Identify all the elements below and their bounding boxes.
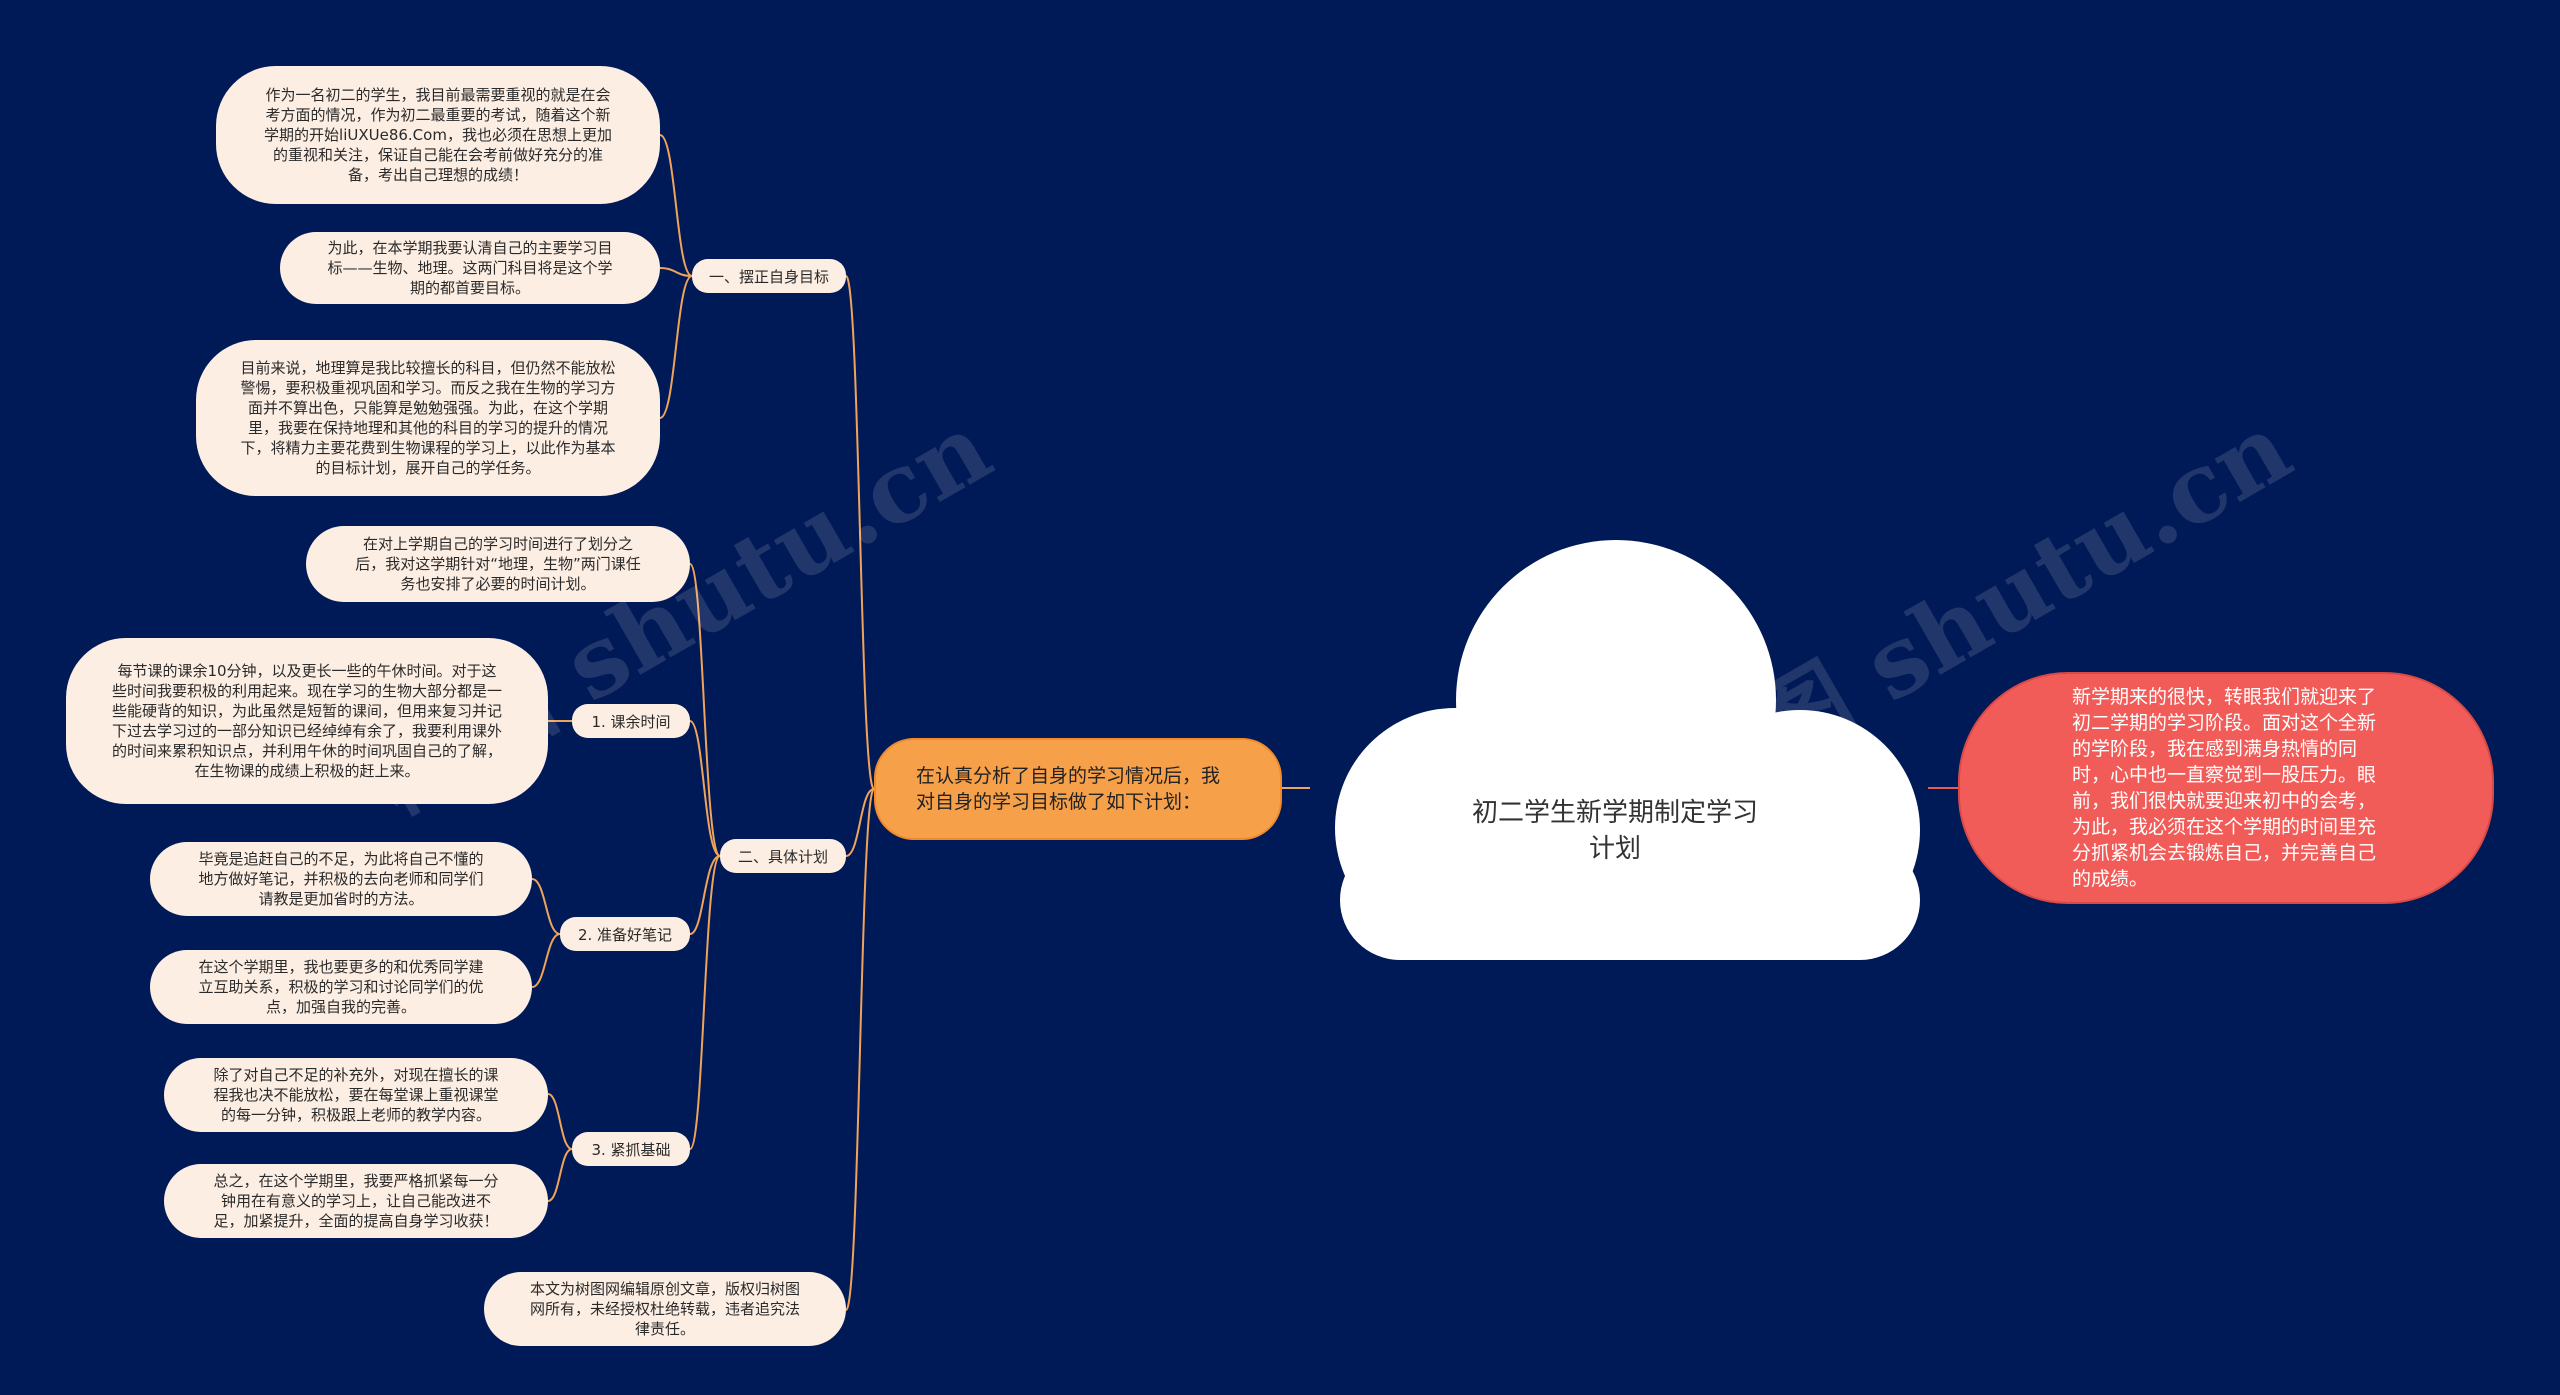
sub-notes[interactable]: 2. 准备好笔记 <box>560 917 690 951</box>
connector-lines <box>531 134 1958 1311</box>
leaf-basics-2[interactable]: 总之，在这个学期里，我要严格抓紧每一分钟用在有意义的学习上，让自己能改进不足，加… <box>164 1164 548 1238</box>
leaf-free-time[interactable]: 每节课的课余10分钟，以及更长一些的午休时间。对于这些时间我要积极的利用起来。现… <box>66 638 548 804</box>
root-cloud <box>1335 540 1920 960</box>
branch-goal[interactable]: 一、摆正自身目标 <box>692 259 846 293</box>
leaf-notes-1[interactable]: 毕竟是追赶自己的不足，为此将自己不懂的地方做好笔记，并积极的去向老师和同学们请教… <box>150 842 532 916</box>
sub-basics[interactable]: 3. 紧抓基础 <box>572 1132 690 1166</box>
leaf-goal-2[interactable]: 为此，在本学期我要认清自己的主要学习目标——生物、地理。这两门科目将是这个学期的… <box>280 232 660 304</box>
main-text: 在认真分析了自身的学习情况后，我对自身的学习目标做了如下计划： <box>916 765 1221 813</box>
branch-plan[interactable]: 二、具体计划 <box>720 839 846 873</box>
intro-node[interactable]: 新学期来的很快，转眼我们就迎来了初二学期的学习阶段。面对这个全新的学阶段，我在感… <box>1958 672 2494 904</box>
leaf-basics-1[interactable]: 除了对自己不足的补充外，对现在擅长的课程我也决不能放松，要在每堂课上重视课堂的每… <box>164 1058 548 1132</box>
leaf-goal-3[interactable]: 目前来说，地理算是我比较擅长的科目，但仍然不能放松警惕，要积极重视巩固和学习。而… <box>196 340 660 496</box>
leaf-notes-2[interactable]: 在这个学期里，我也要更多的和优秀同学建立互助关系，积极的学习和讨论同学们的优点，… <box>150 950 532 1024</box>
sub-free-time[interactable]: 1. 课余时间 <box>572 704 690 738</box>
intro-text: 新学期来的很快，转眼我们就迎来了初二学期的学习阶段。面对这个全新的学阶段，我在感… <box>2072 686 2377 890</box>
root-title[interactable]: 初二学生新学期制定学习计划 <box>1471 798 1758 864</box>
main-node[interactable]: 在认真分析了自身的学习情况后，我对自身的学习目标做了如下计划： <box>874 738 1282 840</box>
leaf-plan-intro[interactable]: 在对上学期自己的学习时间进行了划分之后，我对这学期针对“地理，生物”两门课任务也… <box>306 526 690 602</box>
leaf-goal-1[interactable]: 作为一名初二的学生，我目前最需要重视的就是在会考方面的情况，作为初二最重要的考试… <box>216 66 660 204</box>
copyright-leaf[interactable]: 本文为树图网编辑原创文章，版权归树图网所有，未经授权杜绝转载，违者追究法律责任。 <box>484 1272 846 1346</box>
